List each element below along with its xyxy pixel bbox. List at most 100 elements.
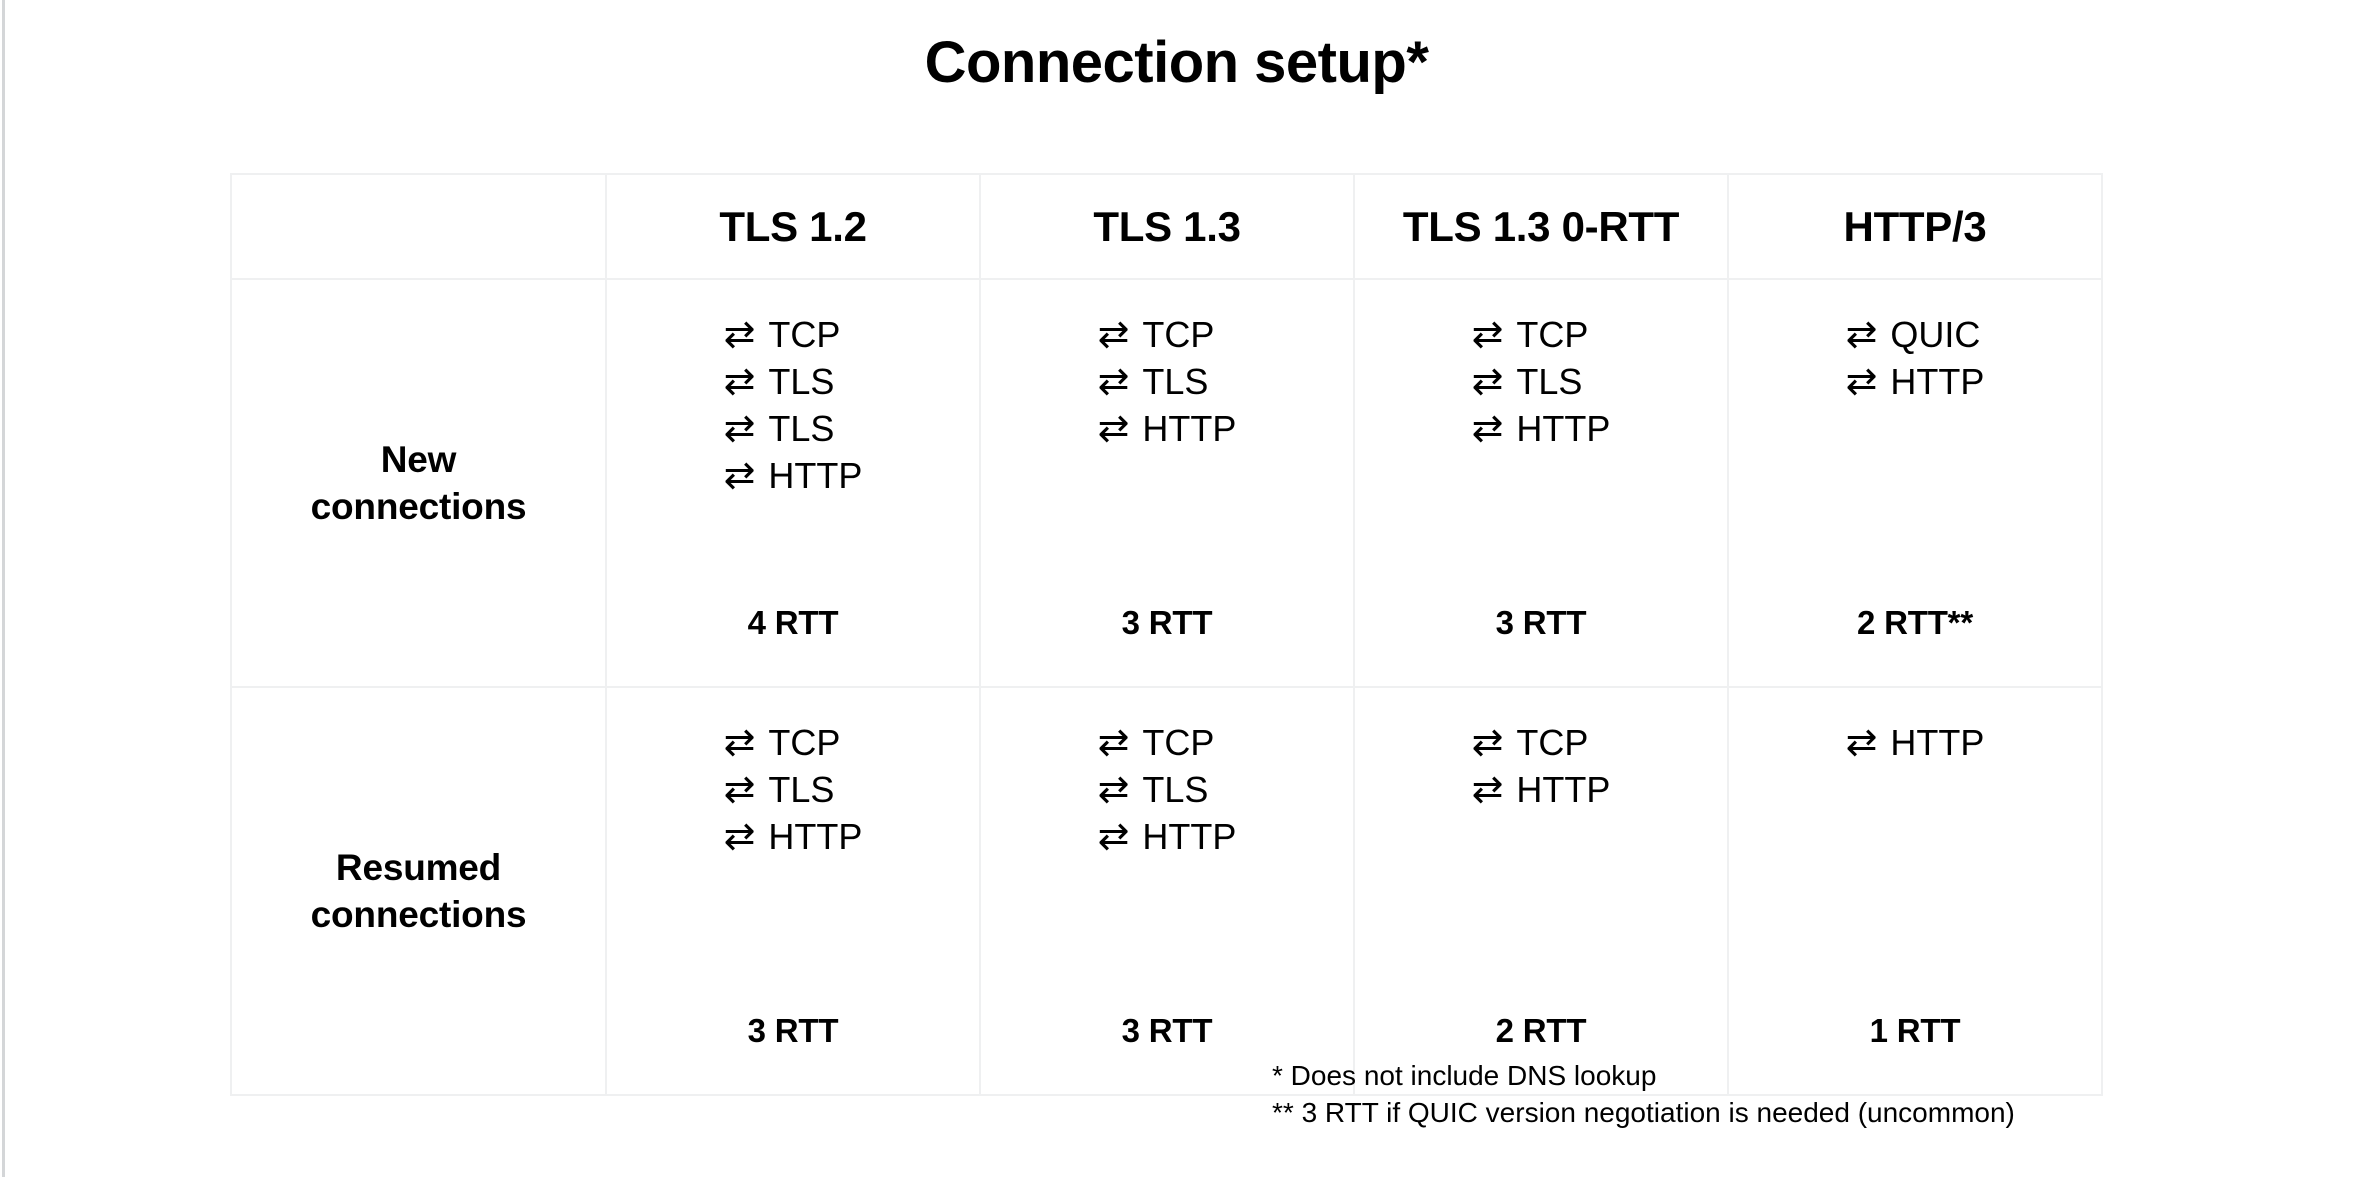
page-title: Connection setup* [924, 30, 1429, 95]
step-item: ⇄ HTTP [1098, 410, 1237, 448]
step-protocol-label: TLS [768, 361, 835, 402]
cell-new-tls12: ⇄ TCP ⇄ TLS ⇄ TLS [605, 278, 981, 688]
column-header-tls12: TLS 1.2 [605, 173, 981, 280]
step-protocol-label: TCP [1516, 314, 1589, 355]
step-item: ⇄ HTTP [1472, 410, 1611, 448]
bidirectional-arrow-icon: ⇄ [1845, 314, 1878, 356]
step-item: ⇄ HTTP [1472, 771, 1611, 809]
step-item: ⇄ TCP [724, 724, 841, 762]
step-protocol-label: HTTP [1516, 408, 1611, 449]
step-list: ⇄ TCP ⇄ TLS ⇄ HTTP [1098, 316, 1237, 448]
step-item: ⇄ HTTP [724, 457, 863, 495]
cell-resumed-tls13-0rtt: ⇄ TCP ⇄ HTTP 2 RTT [1353, 686, 1729, 1096]
rtt-total: 4 RTT [747, 604, 839, 641]
cell-new-tls13-0rtt: ⇄ TCP ⇄ TLS ⇄ HTTP [1353, 278, 1729, 688]
step-protocol-label: HTTP [1142, 408, 1237, 449]
row-label-line-2: connections [310, 486, 527, 527]
bidirectional-arrow-icon: ⇄ [1471, 408, 1504, 450]
table-body: New connections ⇄ TCP ⇄ [230, 278, 2103, 1096]
step-list: ⇄ QUIC ⇄ HTTP [1846, 316, 1985, 401]
rtt-total: 3 RTT [747, 1012, 839, 1049]
footnote-quic-version-negotiation: ** 3 RTT if QUIC version negotiation is … [1272, 1096, 2015, 1128]
bidirectional-arrow-icon: ⇄ [723, 455, 756, 497]
bidirectional-arrow-icon: ⇄ [1097, 314, 1130, 356]
rtt-total: 2 RTT [1495, 1012, 1587, 1049]
step-item: ⇄ TLS [724, 363, 835, 401]
step-item: ⇄ TLS [1098, 363, 1209, 401]
step-protocol-label: HTTP [1890, 361, 1985, 402]
step-protocol-label: TLS [1142, 769, 1209, 810]
bidirectional-arrow-icon: ⇄ [723, 314, 756, 356]
bidirectional-arrow-icon: ⇄ [1845, 722, 1878, 764]
bidirectional-arrow-icon: ⇄ [723, 769, 756, 811]
step-protocol-label: HTTP [768, 816, 863, 857]
cell-new-http3: ⇄ QUIC ⇄ HTTP 2 RTT** [1727, 278, 2103, 688]
bidirectional-arrow-icon: ⇄ [723, 816, 756, 858]
bidirectional-arrow-icon: ⇄ [723, 408, 756, 450]
step-protocol-label: TCP [768, 314, 841, 355]
step-list: ⇄ HTTP [1846, 724, 1985, 762]
row-label-line-1: New [380, 438, 457, 480]
bidirectional-arrow-icon: ⇄ [1097, 408, 1130, 450]
rtt-total: 3 RTT [1121, 1012, 1213, 1049]
step-protocol-label: HTTP [1516, 769, 1611, 810]
step-protocol-label: HTTP [768, 455, 863, 496]
step-item: ⇄ TLS [1098, 771, 1209, 809]
rtt-total: 3 RTT [1121, 604, 1213, 641]
step-list: ⇄ TCP ⇄ TLS ⇄ HTTP [1472, 316, 1611, 448]
step-protocol-label: TLS [768, 408, 835, 449]
bidirectional-arrow-icon: ⇄ [1097, 361, 1130, 403]
step-item: ⇄ TCP [1472, 316, 1589, 354]
step-protocol-label: TCP [1516, 722, 1589, 763]
row-label-line-1: Resumed [335, 846, 502, 888]
cell-new-tls13: ⇄ TCP ⇄ TLS ⇄ HTTP [979, 278, 1355, 688]
bidirectional-arrow-icon: ⇄ [1471, 361, 1504, 403]
bidirectional-arrow-icon: ⇄ [1845, 361, 1878, 403]
step-item: ⇄ TCP [1472, 724, 1589, 762]
row-label-new-connections: New connections [230, 278, 607, 688]
step-protocol-label: HTTP [1142, 816, 1237, 857]
cell-resumed-http3: ⇄ HTTP 1 RTT [1727, 686, 2103, 1096]
step-list: ⇄ TCP ⇄ TLS ⇄ HTTP [1098, 724, 1237, 856]
rtt-total: 1 RTT [1869, 1012, 1961, 1049]
bidirectional-arrow-icon: ⇄ [723, 722, 756, 764]
cell-resumed-tls13: ⇄ TCP ⇄ TLS ⇄ HTTP [979, 686, 1355, 1096]
rtt-total: 2 RTT** [1857, 604, 1973, 641]
step-item: ⇄ TLS [724, 771, 835, 809]
step-item: ⇄ HTTP [1846, 724, 1985, 762]
table-row: Resumed connections ⇄ TCP ⇄ [230, 686, 2103, 1096]
step-list: ⇄ TCP ⇄ TLS ⇄ TLS [724, 316, 863, 495]
row-label-resumed-connections: Resumed connections [230, 686, 607, 1096]
footnote-dns-lookup: * Does not include DNS lookup [1272, 1060, 1657, 1091]
table-header: TLS 1.2 TLS 1.3 TLS 1.3 0-RTT HTTP/3 [230, 173, 2103, 280]
rtt-total: 3 RTT [1495, 604, 1587, 641]
step-item: ⇄ TLS [1472, 363, 1583, 401]
step-protocol-label: TCP [768, 722, 841, 763]
connection-setup-table: TLS 1.2 TLS 1.3 TLS 1.3 0-RTT HTTP/3 New… [230, 173, 2103, 1096]
step-list: ⇄ TCP ⇄ TLS ⇄ HTTP [724, 724, 863, 856]
step-item: ⇄ TCP [724, 316, 841, 354]
bidirectional-arrow-icon: ⇄ [723, 361, 756, 403]
bidirectional-arrow-icon: ⇄ [1097, 816, 1130, 858]
table-row: New connections ⇄ TCP ⇄ [230, 278, 2103, 688]
bidirectional-arrow-icon: ⇄ [1471, 314, 1504, 356]
column-header-http3: HTTP/3 [1727, 173, 2103, 280]
step-item: ⇄ TCP [1098, 316, 1215, 354]
column-header-tls13-0rtt: TLS 1.3 0-RTT [1353, 173, 1729, 280]
bidirectional-arrow-icon: ⇄ [1097, 722, 1130, 764]
step-protocol-label: TLS [768, 769, 835, 810]
step-item: ⇄ HTTP [1846, 363, 1985, 401]
step-protocol-label: TCP [1142, 722, 1215, 763]
step-item: ⇄ QUIC [1846, 316, 1981, 354]
bidirectional-arrow-icon: ⇄ [1471, 722, 1504, 764]
step-protocol-label: HTTP [1890, 722, 1985, 763]
step-item: ⇄ HTTP [724, 818, 863, 856]
column-header-tls13: TLS 1.3 [979, 173, 1355, 280]
step-protocol-label: QUIC [1890, 314, 1981, 355]
step-item: ⇄ HTTP [1098, 818, 1237, 856]
step-protocol-label: TCP [1142, 314, 1215, 355]
step-item: ⇄ TLS [724, 410, 835, 448]
step-protocol-label: TLS [1516, 361, 1583, 402]
step-protocol-label: TLS [1142, 361, 1209, 402]
